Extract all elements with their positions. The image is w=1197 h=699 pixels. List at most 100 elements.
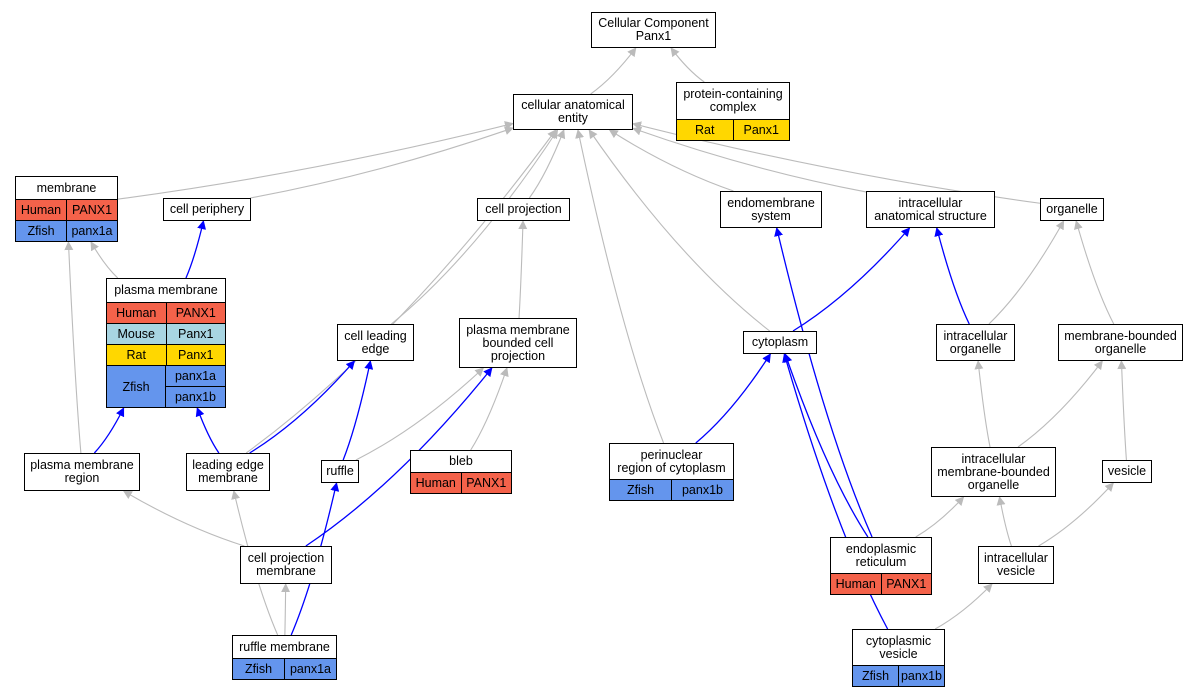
gene-cell[interactable]: Panx1 (732, 120, 789, 140)
gene-cell[interactable]: panx1b (898, 666, 944, 686)
node-title-text: Cellular Component Panx1 (598, 16, 709, 43)
node-title-text: cell periphery (169, 202, 245, 216)
node-title-text: intracellular anatomical structure (874, 195, 987, 223)
node-title: cell leading edge (338, 325, 413, 360)
species-cell: Zfish (107, 366, 166, 407)
gene-cell[interactable]: PANX1 (460, 473, 511, 493)
species-cell: Zfish (233, 659, 284, 679)
species-cell: Human (107, 303, 166, 323)
edge-pm-to-cellperiph (185, 220, 206, 279)
node-cell-projection[interactable]: cell projection (477, 198, 570, 221)
node-ruffle[interactable]: ruffle (321, 460, 359, 483)
node-title-text: cell leading edge (344, 328, 407, 356)
node-title: protein-containing complex (677, 83, 789, 119)
node-plasma-membrane-region[interactable]: plasma membrane region (24, 453, 140, 491)
species-cell: Human (831, 574, 881, 594)
node-membrane-bounded-organelle[interactable]: membrane-bounded organelle (1058, 324, 1183, 361)
edge-cpm-to-pmbcp (305, 367, 493, 547)
node-title: intracellular membrane-bounded organelle (932, 448, 1055, 496)
node-title: intracellular anatomical structure (867, 192, 994, 227)
gene-cell[interactable]: panx1a (284, 659, 336, 679)
node-title: cellular anatomical entity (514, 95, 632, 129)
node-organelle[interactable]: organelle (1040, 198, 1104, 221)
edge-pm-to-membrane (90, 241, 119, 279)
edge-intraorg-to-ias (934, 227, 970, 325)
node-title-text: intracellular membrane-bounded organelle (937, 451, 1050, 492)
edge-cytoplasm-to-ias (792, 227, 911, 332)
edge-cellperiph-to-cae (250, 126, 514, 199)
edge-cle-to-cae (391, 129, 559, 325)
gene-cell[interactable]: panx1a (174, 369, 216, 383)
species-cell: Human (411, 473, 461, 493)
edge-perinuc-to-cae (575, 129, 665, 444)
node-title: cell projection membrane (241, 547, 331, 583)
node-title: organelle (1041, 199, 1103, 220)
edge-iv-to-vesicle (1038, 482, 1114, 547)
edge-iv-to-imbo (996, 496, 1012, 547)
gene-cell[interactable]: panx1b (671, 480, 733, 500)
gene-cell[interactable]: Panx1 (165, 345, 225, 365)
node-intracellular-anatomical-structure[interactable]: intracellular anatomical structure (866, 191, 995, 228)
node-endomembrane-system[interactable]: endomembrane system (720, 191, 822, 228)
node-title-text: ruffle membrane (239, 639, 330, 654)
node-intracellular-organelle[interactable]: intracellular organelle (936, 324, 1015, 361)
species-cell: Zfish (853, 666, 898, 686)
edge-pmbcp-to-cellproj (518, 220, 528, 319)
edge-ias-to-cae (632, 126, 867, 193)
node-title: cell projection (478, 199, 569, 220)
edge-pmr-to-membrane (64, 241, 82, 454)
species-cell: Rat (107, 345, 166, 365)
edge-er-to-endomem (774, 227, 873, 538)
node-title-text: cellular anatomical entity (521, 98, 625, 125)
node-title: endoplasmic reticulum (831, 538, 931, 573)
edge-cv-to-iv (934, 583, 993, 630)
node-cytoplasm[interactable]: cytoplasm (743, 331, 817, 354)
node-title: plasma membrane (107, 279, 225, 302)
edge-imbo-to-intraorg (974, 360, 991, 448)
edge-er-to-cytoplasm (783, 353, 869, 538)
node-intracellular-vesicle[interactable]: intracellular vesicle (978, 546, 1054, 584)
gene-cell[interactable]: PANX1 (165, 303, 225, 323)
gene-cell[interactable]: panx1b (166, 386, 225, 407)
gene-cell[interactable]: panx1a (66, 221, 117, 241)
edge-cpm-to-pmr (122, 490, 245, 547)
node-cell-projection-membrane[interactable]: cell projection membrane (240, 546, 332, 584)
node-title: cytoplasm (744, 332, 816, 353)
node-cell-leading-edge[interactable]: cell leading edge (337, 324, 414, 361)
edge-cv-to-cytoplasm (782, 353, 889, 630)
node-title-text: perinuclear region of cytoplasm (617, 447, 726, 475)
node-title-text: membrane-bounded organelle (1064, 328, 1177, 356)
species-cell: Rat (677, 120, 733, 140)
node-leading-edge-membrane[interactable]: leading edge membrane (186, 453, 270, 491)
node-intracellular-membrane-bounded-organelle[interactable]: intracellular membrane-bounded organelle (931, 447, 1056, 497)
gene-cell[interactable]: Panx1 (165, 324, 225, 344)
gene-cell[interactable]: PANX1 (880, 574, 931, 594)
node-title: bleb (411, 451, 511, 472)
node-title-text: plasma membrane (114, 283, 218, 297)
node-vesicle[interactable]: vesicle (1102, 460, 1152, 483)
edge-membrane-to-cae (117, 121, 514, 200)
edge-intraorg-to-organelle (988, 220, 1065, 325)
edge-endomem-to-cae (608, 129, 734, 192)
gene-cell[interactable]: PANX1 (66, 200, 117, 220)
node-plasma-membrane-bounded-cell-projection[interactable]: plasma membrane bounded cell projection (459, 318, 577, 368)
node-title: intracellular vesicle (979, 547, 1053, 583)
species-cell: Human (16, 200, 66, 220)
node-cell-periphery[interactable]: cell periphery (163, 198, 251, 221)
node-cellular-anatomical-entity[interactable]: cellular anatomical entity (513, 94, 633, 130)
node-cellular-component[interactable]: Cellular Component Panx1 (591, 12, 716, 48)
node-title: perinuclear region of cytoplasm (610, 444, 733, 479)
edge-mbo-to-organelle (1074, 220, 1115, 325)
